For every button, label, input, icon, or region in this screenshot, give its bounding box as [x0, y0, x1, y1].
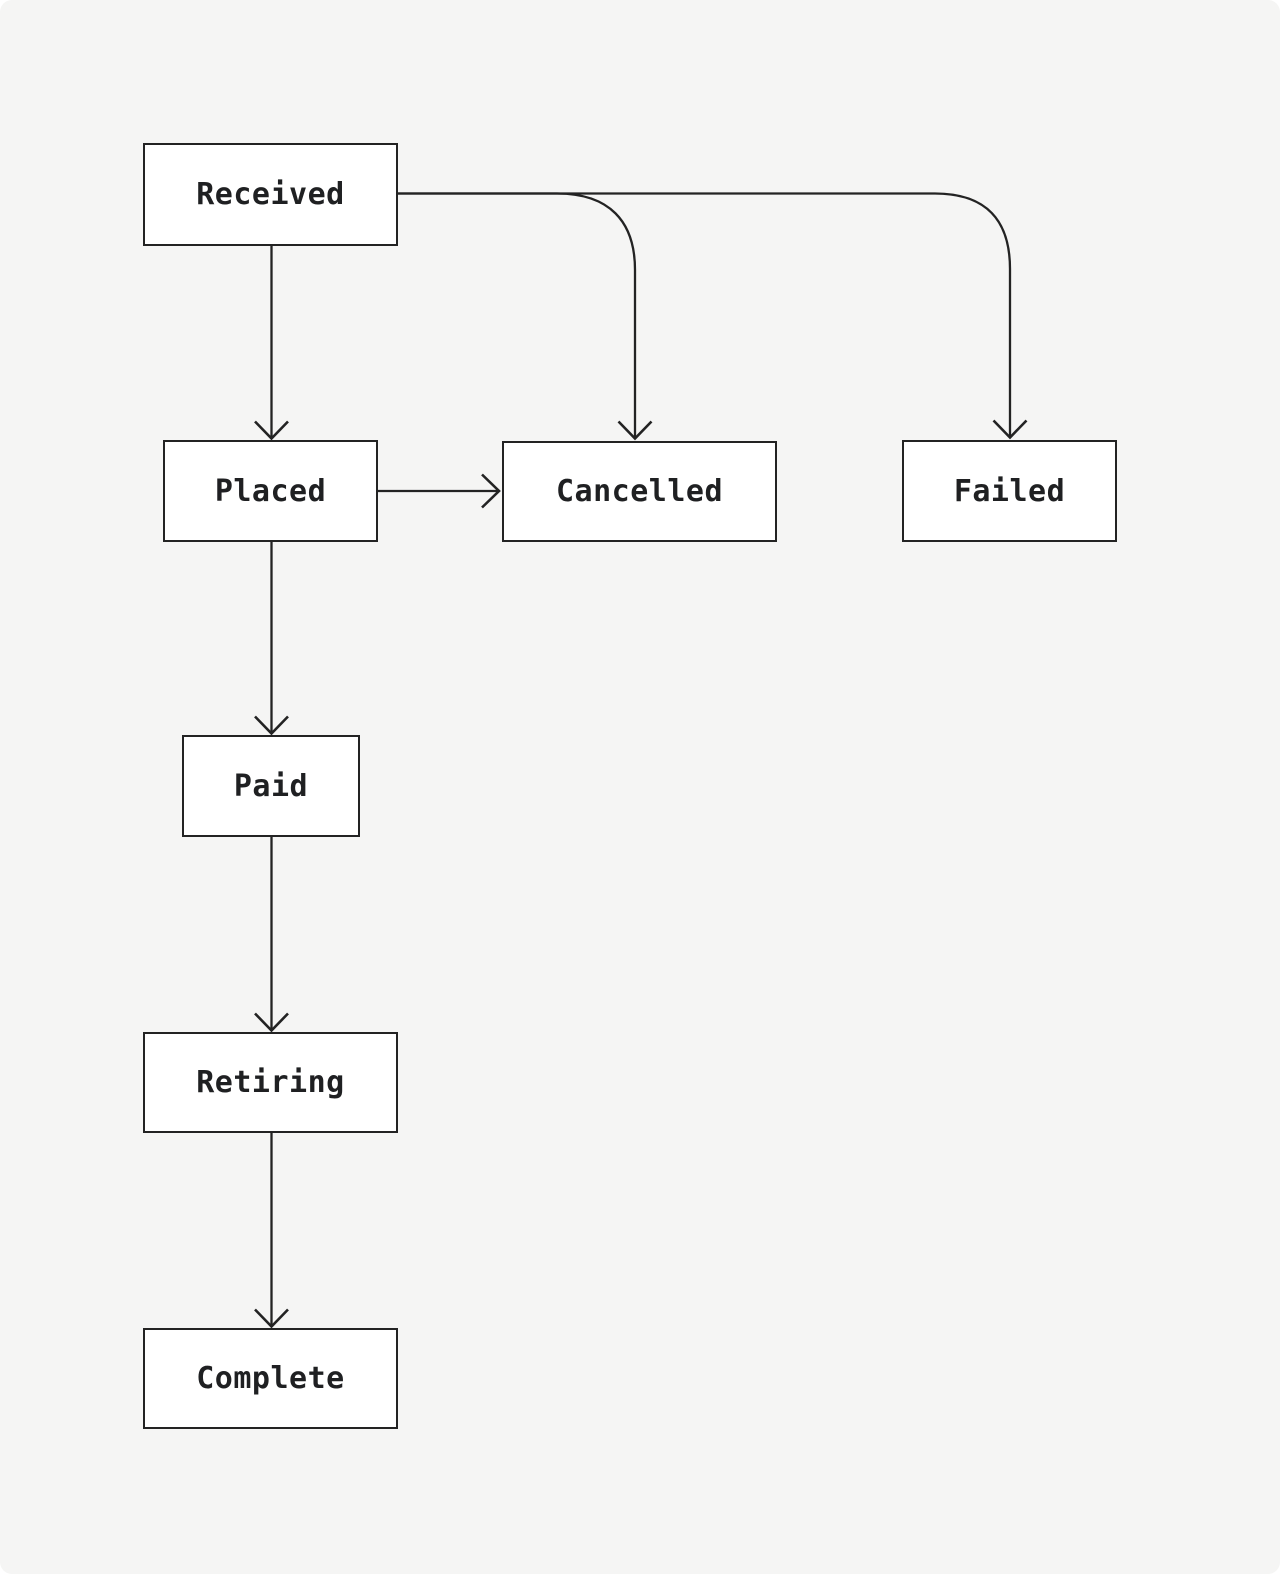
- edge-received-placed: [254, 246, 289, 441]
- node-paid: Paid: [182, 735, 360, 837]
- node-complete: Complete: [143, 1328, 398, 1429]
- node-retiring-label: Retiring: [196, 1065, 345, 1100]
- node-retiring: Retiring: [143, 1032, 398, 1133]
- edge-paid-retiring: [254, 837, 289, 1033]
- node-paid-label: Paid: [233, 768, 309, 804]
- edge-placed-cancelled: [378, 473, 501, 509]
- node-failed-label: Failed: [953, 473, 1066, 509]
- edge-retiring-complete: [254, 1133, 289, 1329]
- node-received-label: Received: [196, 177, 345, 212]
- node-complete-label: Complete: [196, 1361, 345, 1396]
- node-failed: Failed: [902, 440, 1117, 542]
- edge-received-failed: [398, 192, 1028, 440]
- node-cancelled-label: Cancelled: [555, 474, 724, 509]
- node-cancelled: Cancelled: [502, 441, 777, 542]
- node-placed-label: Placed: [214, 473, 327, 509]
- edge-placed-paid: [254, 542, 289, 736]
- node-placed: Placed: [163, 440, 378, 542]
- node-received: Received: [143, 143, 398, 246]
- edge-received-cancelled: [398, 192, 653, 441]
